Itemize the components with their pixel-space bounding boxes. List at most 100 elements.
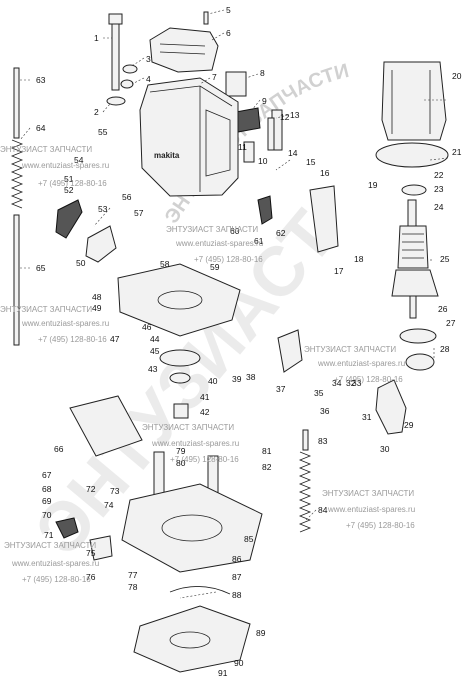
part-label-46: 46 — [142, 322, 152, 332]
part-motor-housing: makita — [139, 77, 239, 197]
part-housing-cover-6 — [149, 27, 219, 73]
part-label-78: 78 — [128, 582, 138, 592]
part-guard-17 — [309, 185, 339, 253]
watermark-website: www.entuziast-spares.ru — [327, 505, 415, 514]
part-label-19: 19 — [368, 180, 378, 190]
part-label-53: 53 — [98, 204, 108, 214]
parts-drawing: makita — [10, 11, 449, 673]
part-label-24: 24 — [434, 202, 444, 212]
part-bushing-4 — [120, 79, 134, 89]
part-deflector-66 — [69, 395, 143, 457]
part-label-45: 45 — [150, 346, 160, 356]
part-label-88: 88 — [232, 590, 242, 600]
part-label-63: 63 — [36, 75, 46, 85]
part-label-38: 38 — [246, 372, 256, 382]
part-label-13: 13 — [290, 110, 300, 120]
part-label-30: 30 — [380, 444, 390, 454]
part-lower-base-85 — [121, 451, 263, 573]
part-label-22: 22 — [434, 170, 444, 180]
part-label-26: 26 — [438, 304, 448, 314]
watermark-company: ЭНТУЗИАСТ ЗАПЧАСТИ — [166, 225, 258, 234]
leader-lines — [18, 9, 449, 599]
part-label-35: 35 — [314, 388, 324, 398]
part-label-40: 40 — [208, 376, 218, 386]
part-label-80: 80 — [176, 458, 186, 468]
part-label-79: 79 — [176, 446, 186, 456]
part-label-29: 29 — [404, 420, 414, 430]
part-label-55: 55 — [98, 127, 108, 137]
part-label-16: 16 — [320, 168, 330, 178]
watermark-phone: +7 (495) 128-80-16 — [194, 255, 263, 264]
part-label-36: 36 — [320, 406, 330, 416]
part-label-82: 82 — [262, 462, 272, 472]
part-bearing-41 — [169, 372, 191, 384]
watermark-website: www.entuziast-spares.ru — [21, 319, 109, 328]
watermark-phone: +7 (495) 128-80-16 — [22, 575, 91, 584]
part-bearing-23 — [401, 184, 427, 196]
part-label-68: 68 — [42, 484, 52, 494]
part-label-59: 59 — [210, 262, 220, 272]
part-8 — [225, 71, 247, 97]
part-label-71: 71 — [44, 530, 54, 540]
watermark-company: ЭНТУЗИАСТ ЗАПЧАСТИ — [4, 541, 96, 550]
part-stator-20 — [381, 61, 447, 141]
part-label-42: 42 — [200, 407, 210, 417]
watermark-phone: +7 (495) 128-80-16 — [38, 335, 107, 344]
part-11 — [243, 141, 255, 163]
part-knob-50 — [85, 225, 117, 263]
part-label-25: 25 — [440, 254, 450, 264]
watermark-company: ЭНТУЗИАСТ ЗАПЧАСТИ — [0, 305, 92, 314]
part-label-67: 67 — [42, 470, 52, 480]
part-label-69: 69 — [42, 496, 52, 506]
part-label-10: 10 — [258, 156, 268, 166]
part-lever-75 — [89, 535, 113, 561]
part-label-81: 81 — [262, 446, 272, 456]
part-label-64: 64 — [36, 123, 46, 133]
part-label-75: 75 — [86, 548, 96, 558]
part-label-5: 5 — [226, 5, 231, 15]
part-label-7: 7 — [212, 72, 217, 82]
part-rod-83-84 — [298, 429, 312, 533]
watermark-company: ЭНТУЗИАСТ ЗАПЧАСТИ — [322, 489, 414, 498]
part-label-27: 27 — [446, 318, 456, 328]
watermark-phone: +7 (495) 128-80-16 — [38, 179, 107, 188]
part-clip-86 — [169, 586, 231, 595]
part-shaft-1 — [108, 13, 123, 91]
part-37 — [277, 329, 303, 373]
part-label-56: 56 — [122, 192, 132, 202]
part-label-77: 77 — [128, 570, 138, 580]
part-label-21: 21 — [452, 147, 462, 157]
part-label-61: 61 — [254, 236, 264, 246]
part-label-48: 48 — [92, 292, 102, 302]
part-label-17: 17 — [334, 266, 344, 276]
part-label-33: 33 — [352, 378, 362, 388]
part-lever-30 — [375, 379, 407, 435]
part-label-58: 58 — [160, 259, 170, 269]
part-label-6: 6 — [226, 28, 231, 38]
part-label-60: 60 — [230, 226, 240, 236]
part-label-1: 1 — [94, 33, 99, 43]
part-label-34: 34 — [332, 378, 342, 388]
part-bearing-28 — [405, 353, 435, 371]
brand-label: makita — [154, 151, 180, 160]
watermark-company: ЭНТУЗИАСТ ЗАПЧАСТИ — [304, 345, 396, 354]
part-label-84: 84 — [318, 505, 328, 515]
watermark-company: ЭНТУЗИАСТ ЗАПЧАСТИ — [142, 423, 234, 432]
watermark-website: www.entuziast-spares.ru — [317, 359, 405, 368]
part-label-66: 66 — [54, 444, 64, 454]
part-label-62: 62 — [276, 228, 286, 238]
part-label-31: 31 — [362, 412, 372, 422]
part-label-14: 14 — [288, 148, 298, 158]
watermark-block-3: ЭНТУЗИАСТ ЗАПЧАСТИ www.entuziast-spares.… — [0, 305, 109, 344]
part-label-90: 90 — [234, 658, 244, 668]
part-screw-5 — [203, 11, 209, 25]
part-16 — [257, 195, 273, 225]
part-label-83: 83 — [318, 436, 328, 446]
part-label-49: 49 — [92, 303, 102, 313]
part-label-9: 9 — [262, 96, 267, 106]
part-label-73: 73 — [110, 486, 120, 496]
part-rod-63-64-65 — [10, 67, 24, 346]
part-label-52: 52 — [64, 185, 74, 195]
part-collar-42 — [173, 403, 189, 419]
